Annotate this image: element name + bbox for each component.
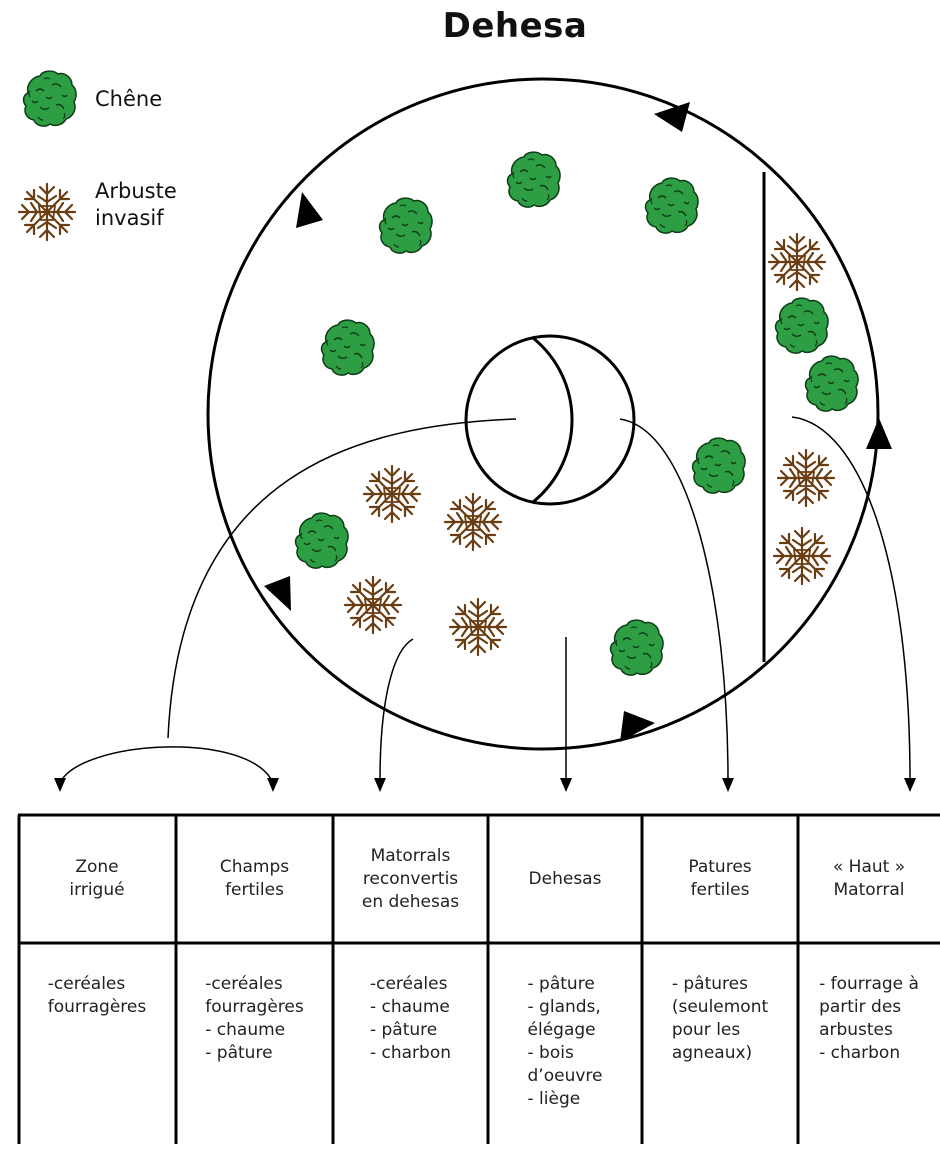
oak-tree-icon bbox=[806, 356, 859, 411]
table-header-cell: Champs fertiles bbox=[176, 815, 333, 943]
arrowhead-zone-irrigue bbox=[54, 778, 66, 792]
ring-arrow-top bbox=[654, 102, 690, 132]
table-uses-cell: -ceréales fourragères bbox=[18, 943, 176, 1155]
arrowhead-patures bbox=[722, 778, 734, 792]
oak-tree-icon bbox=[508, 152, 561, 207]
invasive-shrub-icon bbox=[778, 450, 834, 506]
table-header-cell: Dehesas bbox=[488, 815, 642, 943]
connector-matorrals bbox=[380, 639, 413, 780]
table-header-cell: Matorrals reconvertis en dehesas bbox=[333, 815, 488, 943]
table-uses-cell: -ceréales - chaume - pâture - charbon bbox=[333, 943, 488, 1155]
oak-tree-icon bbox=[380, 198, 433, 253]
oak-tree-icon bbox=[646, 178, 699, 233]
ring-arrow-right bbox=[866, 418, 892, 449]
oak-tree-icon bbox=[322, 320, 375, 375]
oak-tree-icon bbox=[693, 438, 746, 493]
arrowhead-haut-matorral bbox=[904, 778, 916, 792]
connector-irrigated-zone bbox=[168, 419, 516, 738]
invasive-shrub-icon bbox=[364, 466, 420, 522]
arrowhead-champs-fertiles bbox=[267, 778, 279, 792]
oak-tree-icon bbox=[776, 298, 829, 353]
invasive-shrub-icon bbox=[774, 528, 830, 584]
arrowhead-matorrals bbox=[374, 778, 386, 792]
oak-tree-icon bbox=[611, 620, 664, 675]
irrigated-zone-arc bbox=[533, 338, 572, 502]
arrowhead-dehesas bbox=[560, 778, 572, 792]
table-uses-cell: - fourrage à partir des arbustes - charb… bbox=[798, 943, 940, 1155]
ring-arrow-left-upper bbox=[296, 192, 323, 228]
ring-arrow-bottom bbox=[620, 711, 655, 742]
invasive-shrub-icon bbox=[450, 599, 506, 655]
invasive-shrub-icon bbox=[345, 577, 401, 633]
table-header-cell: « Haut » Matorral bbox=[798, 815, 940, 943]
table-uses-cell: - pâtures (seulemont pour les agneaux) bbox=[642, 943, 798, 1155]
oak-tree-icon bbox=[296, 513, 349, 568]
table-uses-cell: -ceréales fourragères - chaume - pâture bbox=[176, 943, 333, 1155]
connector-branch bbox=[60, 747, 273, 783]
table-header-cell: Patures fertiles bbox=[642, 815, 798, 943]
uses-table: Zone irrigué Champs fertiles Matorrals r… bbox=[18, 815, 940, 1155]
table-header-cell: Zone irrigué bbox=[18, 815, 176, 943]
invasive-shrub-icon bbox=[769, 234, 825, 290]
invasive-shrub-icon bbox=[445, 494, 501, 550]
table-uses-cell: - pâture - glands, élégage - bois d’oeuv… bbox=[488, 943, 642, 1155]
